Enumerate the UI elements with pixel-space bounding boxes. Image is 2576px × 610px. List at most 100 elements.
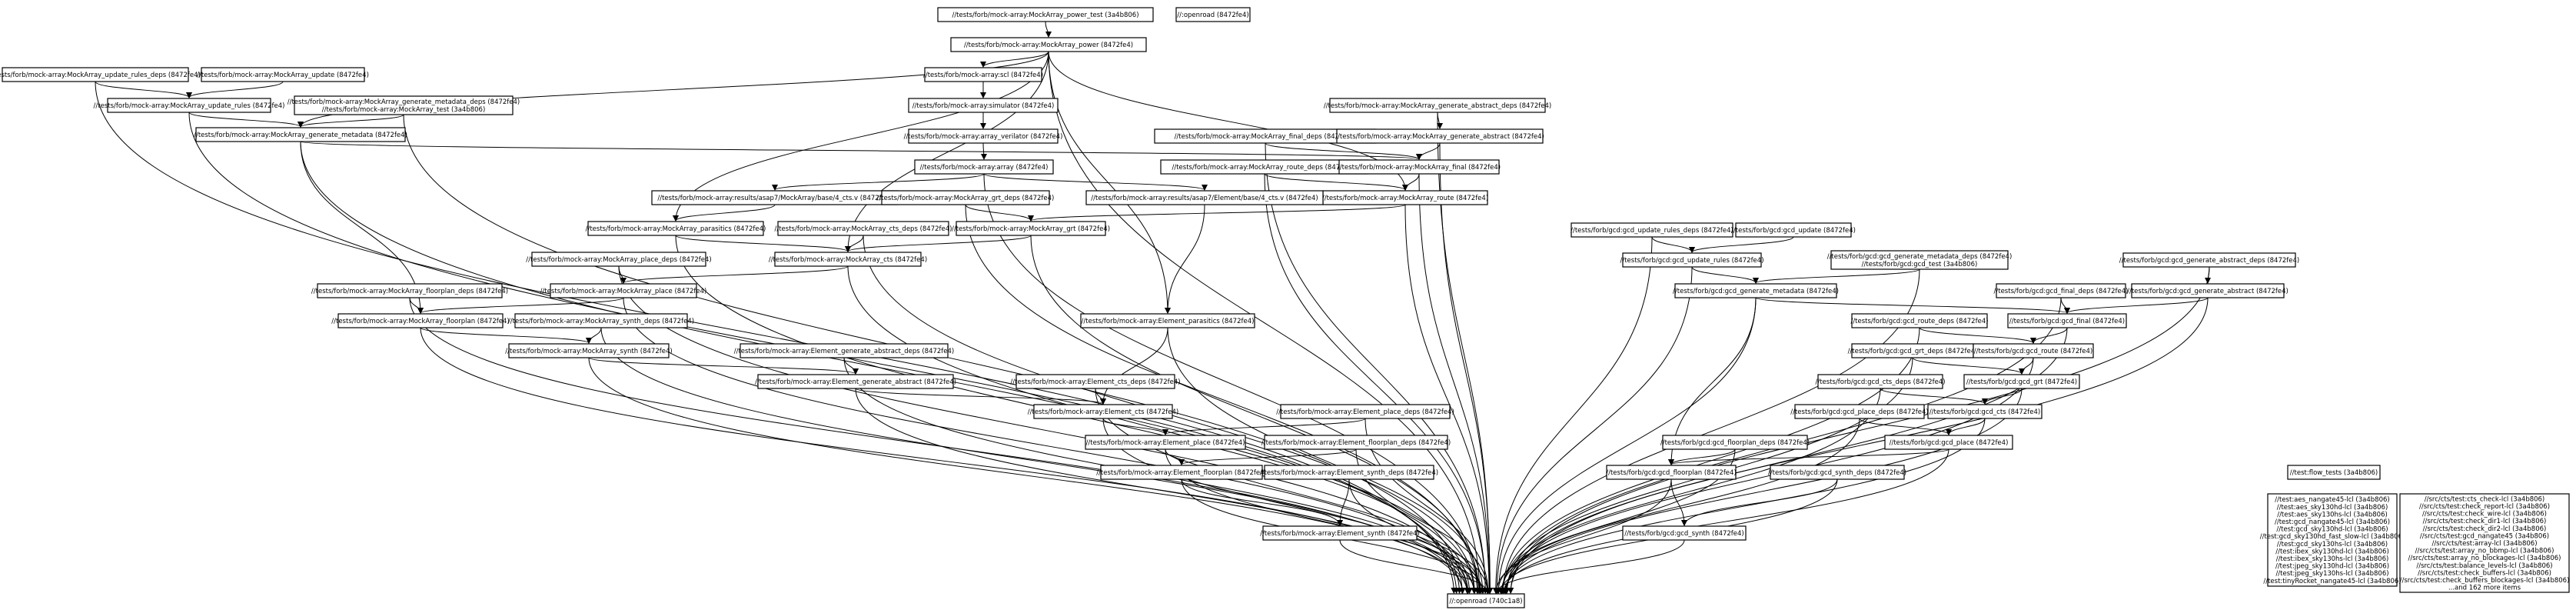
edge-el-cts-deps-to-openroad-bottom [1095,388,1484,594]
node-label: //src/cts/test:check_dir2-lcl (3a4b806) [2423,525,2547,533]
node-label: //tests/forb/mock-array:Element_place_de… [1276,408,1454,416]
node-ma-floorplan: //tests/forb/mock-array:MockArray_floorp… [331,313,510,328]
node-label: //src/cts/test:array_no_bbmp-lcl (3a4b80… [2415,548,2554,555]
edge-ma-synth-deps-to-ma-synth [586,327,602,344]
edge-gcd-update-rules-to-gcd-gen-meta [1691,266,1759,284]
node-ma-cts-deps: //tests/forb/mock-array:MockArray_cts_de… [775,221,952,236]
node-box [1973,343,2094,358]
node-label: //tests/forb/mock-array:MockArray_genera… [288,98,520,106]
node-box [1851,313,1988,328]
edge-el-place-deps-to-el-place [1162,418,1366,435]
node-box [774,252,922,267]
edge-gcd-synth-deps-to-gcd-synth [1681,478,1838,526]
node-box [777,221,949,236]
node-label: //test:ibex_sky130hd-lcl (3a4b806) [2275,548,2389,555]
node-box [514,313,688,328]
node-src-list: //src/cts/test:cts_check-lcl (3a4b806) //… [2399,493,2570,593]
edge-grt-deps-to-ma-grt [965,204,1034,222]
node-label: //tests/forb/mock-array:MockArray_update… [0,72,201,79]
node-gen-meta-deps: //tests/forb/mock-array:MockArray_genera… [288,95,520,115]
node-label: //tests/forb/mock-array:Element_synth (8… [1260,530,1420,538]
node-label: //src/cts/test:cts_check-lcl (3a4b806) [2425,495,2545,503]
node-box [2131,283,2285,298]
node-label: //tests/forb/mock-array:MockArray_final … [1338,164,1501,172]
node-label: //tests/forb/mock-array:MockArray_cts (8… [769,256,927,264]
node-box [914,159,1054,175]
node-gcd-route-deps: //tests/forb/gcd:gcd_route_deps (8472fe4… [1850,313,1989,328]
node-gcd-gen-abs-deps: //tests/forb/gcd:gcd_generate_abstract_d… [2119,252,2299,268]
edge-gen-abs-deps-to-openroad-bottom [1437,112,1494,594]
edge-gcd-gen-meta-to-openroad-bottom [1495,297,1757,594]
node-label: //tests/forb/mock-array:Element_floorpla… [1261,439,1451,447]
node-el-parasitics: //tests/forb/mock-array:Element_parasiti… [1080,313,1255,328]
edge-gcd-final-to-gcd-route [2030,327,2068,344]
edge-ma-floorplan-to-openroad-bottom [420,327,1466,594]
node-scl: //tests/forb/mock-array:scl (8472fe4) [923,67,1043,82]
node-final: //tests/forb/mock-array:MockArray_final … [1338,159,1501,175]
edge-el-cts-to-openroad-bottom [1102,418,1484,594]
edge-power-to-openroad-bottom [1048,51,1483,594]
node-label: //test:aes_nangate45-lcl (3a4b806) [2275,496,2389,504]
edge-gcd-route-deps-to-gcd-route [1919,327,2036,344]
node-openroad-bottom: //:openroad (740c1a8) [1447,593,1525,608]
edge-update-rules-deps-to-openroad-bottom [95,81,1458,594]
node-label: //test:gcd_sky130hd-lcl (3a4b806) [2276,526,2388,534]
node-label: //tests/forb/gcd:gcd_grt_deps (8472fe4) [1848,348,1978,355]
node-label: //src/cts/test:check_dir1-lcl (3a4b806) [2423,518,2547,525]
edge-ma-place-deps-to-openroad-bottom [618,265,1471,594]
edge-array-to-results-elem [983,173,1208,191]
node-label: //src/cts/test:balance_levels-lcl (3a4b8… [2416,562,2552,570]
node-label: //tests/forb/mock-array:MockArray_grt (8… [952,225,1110,233]
node-gcd-gen-meta: //tests/forb/gcd:gcd_generate_metadata (… [1673,283,1839,298]
node-label: //tests/forb/mock-array:MockArray_place … [540,288,707,295]
edge-gen-abs-to-openroad-bottom [1439,142,1494,594]
node-ma-synth-deps: //tests/forb/mock-array:MockArray_synth_… [508,313,694,328]
edge-gcd-cts-to-gcd-place [1946,418,1986,435]
node-box [2287,465,2381,480]
node-gcd-synth-deps: //tests/forb/gcd:gcd_synth_deps (8472fe4… [1768,465,1906,480]
node-gcd-final: //tests/forb/gcd:gcd_final (8472fe4) [2007,313,2127,328]
node-box [1015,374,1175,389]
node-box [1622,525,1747,541]
node-power: //tests/forb/mock-array:MockArray_power … [950,37,1147,52]
node-el-gen-abs: //tests/forb/mock-array:Element_generate… [755,374,956,389]
node-label: //src/cts/test:gcd_nangate45 (3a4b806) [2420,532,2549,540]
node-label: //tests/forb/mock-array:simulator (8472f… [912,102,1055,110]
edge-gcd-place-to-gcd-floorplan [1668,448,1949,465]
edge-final-deps-to-final [1265,142,1422,160]
node-label: //tests/forb/mock-array:results/asap7/El… [1091,195,1318,202]
node-label: //tests/forb/mock-array:MockArray_synth … [505,348,672,355]
node-label: //tests/forb/mock-array:MockArray_floorp… [311,288,508,295]
node-gcd-place: //tests/forb/gcd:gcd_place (8472fe4) [1884,435,2013,450]
node-label: //tests/forb/gcd:gcd_update_rules_deps (… [1571,227,1733,235]
edge-el-parasitics-to-openroad-bottom [1167,327,1486,594]
node-route: //tests/forb/mock-array:MockArray_route … [1322,190,1488,205]
node-box [1329,98,1546,113]
edge-el-floorplan-to-el-synth [1181,478,1343,526]
node-label: //tests/forb/mock-array:MockArray_test (… [322,106,486,114]
node-el-gen-abs-deps: //tests/forb/mock-array:Element_generate… [734,343,954,358]
node-box [587,221,764,236]
node-ma-synth: //tests/forb/mock-array:MockArray_synth … [505,343,673,358]
edge-gcd-cts-deps-to-openroad-bottom [1498,388,1881,594]
node-box [1085,435,1246,450]
node-label: //tests/forb/gcd:gcd_update_rules (8472f… [1620,257,1763,265]
node-gen-meta: //tests/forb/mock-array:MockArray_genera… [194,127,407,142]
node-label: //tests/forb/mock-array:Element_cts (847… [1028,408,1178,416]
node-test-list: //test:aes_nangate45-lcl (3a4b806) //test… [2260,493,2405,587]
node-label: //src/cts/test:array_no_blockages-lcl (3… [2408,555,2561,562]
node-label: //test:gcd_sky130hd_fast_slow-lcl (3a4b8… [2260,533,2405,541]
edge-gcd-route-to-gcd-grt [2019,357,2034,375]
node-gen-abs-deps: //tests/forb/mock-array:MockArray_genera… [1324,98,1551,113]
node-box [1996,283,2126,298]
edge-gen-meta-to-final [300,141,1422,160]
node-label: //src/cts/test:check_wire-lcl (3a4b806) [2422,511,2547,518]
node-box [1085,190,1324,205]
edge-ma-floorplan-to-ma-synth [420,327,592,344]
edge-gcd-update-rules-deps-to-gcd-update-rules [1651,236,1695,253]
node-box [107,98,271,113]
node-label: //tests/forb/gcd:gcd_synth_deps (8472fe4… [1768,469,1906,477]
node-box [757,374,954,389]
node-box [2122,252,2296,268]
